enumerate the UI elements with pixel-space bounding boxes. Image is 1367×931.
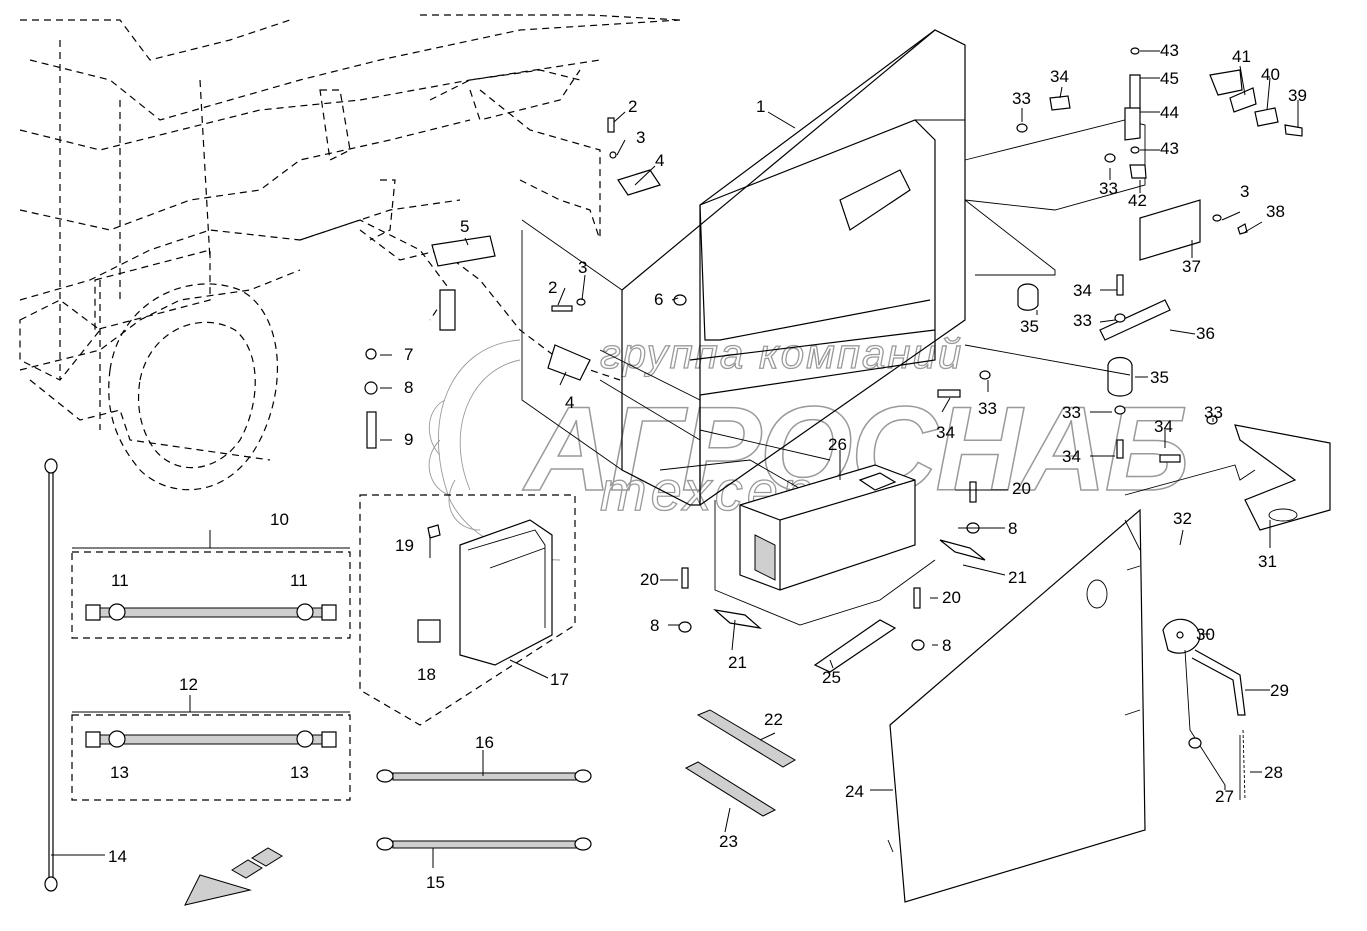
callout-21: 21 bbox=[1008, 568, 1027, 587]
chain-28 bbox=[1242, 729, 1246, 801]
callout-10: 10 bbox=[270, 510, 289, 529]
callout-13: 13 bbox=[110, 763, 129, 782]
callout-11: 11 bbox=[111, 571, 129, 590]
battery bbox=[714, 464, 936, 626]
callout-16: 16 bbox=[475, 733, 494, 752]
callout-3: 3 bbox=[636, 128, 645, 147]
callout-34: 34 bbox=[936, 423, 955, 442]
callout-38: 38 bbox=[1266, 202, 1285, 221]
relay-group bbox=[359, 494, 576, 726]
callout-8: 8 bbox=[1008, 519, 1017, 538]
callout-33: 33 bbox=[1204, 403, 1223, 422]
cable-15 bbox=[376, 837, 592, 851]
callout-33: 33 bbox=[1099, 179, 1118, 198]
callout-18: 18 bbox=[417, 665, 436, 684]
rubber-strips bbox=[684, 709, 796, 817]
cable-13 bbox=[71, 714, 351, 801]
callout-15: 15 bbox=[426, 873, 445, 892]
callout-7: 7 bbox=[404, 345, 413, 364]
callout-3: 3 bbox=[1240, 182, 1249, 201]
callout-30: 30 bbox=[1196, 625, 1215, 644]
direction-arrow-icon bbox=[184, 847, 283, 906]
callout-20: 20 bbox=[1012, 479, 1031, 498]
callout-34: 34 bbox=[1073, 281, 1092, 300]
callout-20: 20 bbox=[640, 570, 659, 589]
callout-3: 3 bbox=[578, 258, 587, 277]
callout-31: 31 bbox=[1258, 552, 1277, 571]
callout-33: 33 bbox=[1073, 311, 1092, 330]
hinge-hardware bbox=[937, 47, 1303, 463]
callout-45: 45 bbox=[1160, 69, 1179, 88]
callout-44: 44 bbox=[1160, 103, 1179, 122]
callout-4: 4 bbox=[655, 151, 664, 170]
leader-lines bbox=[51, 50, 1299, 868]
callout-35: 35 bbox=[1150, 368, 1169, 387]
callout-37: 37 bbox=[1182, 257, 1201, 276]
callout-22: 22 bbox=[764, 710, 783, 729]
callout-6: 6 bbox=[654, 290, 663, 309]
callout-17: 17 bbox=[550, 670, 569, 689]
callout-21: 21 bbox=[728, 653, 747, 672]
callout-13: 13 bbox=[290, 763, 309, 782]
cable-14 bbox=[44, 458, 58, 892]
callout-32: 32 bbox=[1173, 509, 1192, 528]
callout-4: 4 bbox=[565, 393, 574, 412]
watermark-line1: группа компаний bbox=[600, 330, 963, 377]
callout-1: 1 bbox=[756, 97, 765, 116]
callout-33: 33 bbox=[1012, 89, 1031, 108]
callout-34: 34 bbox=[1050, 67, 1069, 86]
callout-36: 36 bbox=[1196, 324, 1215, 343]
callout-28: 28 bbox=[1264, 763, 1283, 782]
callout-12: 12 bbox=[179, 675, 198, 694]
callout-33: 33 bbox=[978, 399, 997, 418]
callout-35: 35 bbox=[1020, 317, 1039, 336]
callout-41: 41 bbox=[1232, 47, 1251, 66]
callout-11: 11 bbox=[290, 571, 308, 590]
callout-9: 9 bbox=[404, 430, 413, 449]
callout-43: 43 bbox=[1160, 41, 1179, 60]
callout-29: 29 bbox=[1270, 681, 1289, 700]
callout-26: 26 bbox=[828, 435, 847, 454]
cable-16 bbox=[376, 769, 592, 783]
callout-8: 8 bbox=[650, 616, 659, 635]
callout-5: 5 bbox=[460, 217, 469, 236]
callout-27: 27 bbox=[1215, 787, 1234, 806]
callout-8: 8 bbox=[404, 378, 413, 397]
callout-42: 42 bbox=[1128, 191, 1147, 210]
callout-34: 34 bbox=[1062, 447, 1081, 466]
callout-39: 39 bbox=[1288, 86, 1307, 105]
callout-43: 43 bbox=[1160, 139, 1179, 158]
battery-clamps bbox=[678, 481, 986, 673]
callout-33: 33 bbox=[1062, 403, 1081, 422]
callout-34: 34 bbox=[1154, 417, 1173, 436]
callout-23: 23 bbox=[719, 832, 738, 851]
callout-8: 8 bbox=[942, 636, 951, 655]
callout-40: 40 bbox=[1261, 65, 1280, 84]
latch-assembly bbox=[1162, 618, 1246, 800]
callout-14: 14 bbox=[108, 847, 127, 866]
tractor-frame bbox=[19, 14, 681, 491]
cable-11 bbox=[71, 551, 351, 639]
battery-box bbox=[521, 29, 1146, 506]
callout-25: 25 bbox=[822, 668, 841, 687]
callout-20: 20 bbox=[942, 588, 961, 607]
battery-cover bbox=[887, 464, 1256, 903]
hardware-parts bbox=[364, 117, 687, 449]
callout-2: 2 bbox=[548, 278, 557, 297]
callout-2: 2 bbox=[628, 97, 637, 116]
callout-24: 24 bbox=[845, 782, 864, 801]
bracket-31 bbox=[1234, 424, 1331, 531]
callout-19: 19 bbox=[395, 536, 414, 555]
